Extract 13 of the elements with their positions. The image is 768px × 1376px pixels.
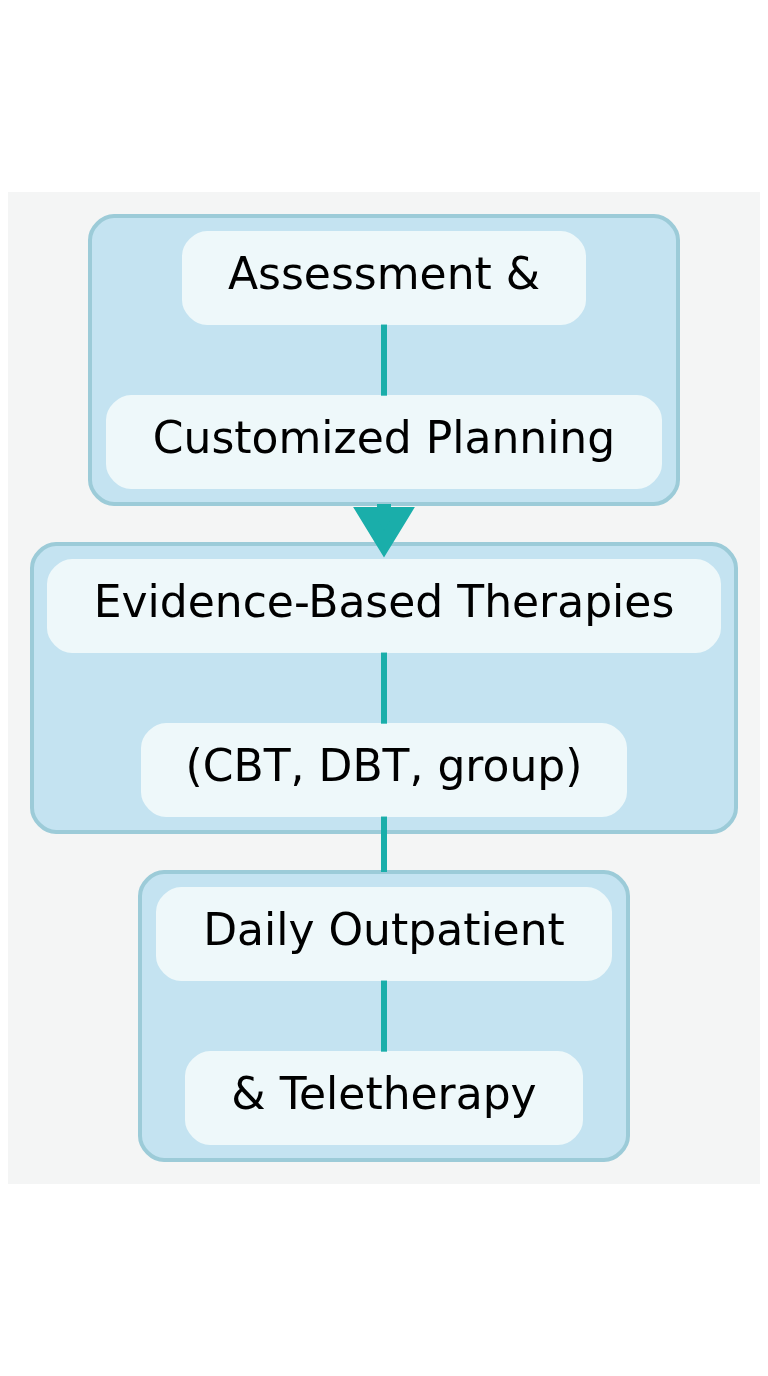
node-box: Customized Planning — [106, 395, 662, 489]
connector — [381, 652, 387, 724]
cluster — [30, 542, 738, 834]
connector — [381, 816, 387, 872]
node-box: & Teletherapy — [185, 1051, 583, 1145]
cluster — [88, 214, 680, 506]
connector — [381, 980, 387, 1052]
node-box: (CBT, DBT, group) — [141, 723, 627, 817]
node-box: Daily Outpatient — [156, 887, 612, 981]
node-box: Evidence-Based Therapies — [47, 559, 721, 653]
node-box: Assessment & — [182, 231, 586, 325]
connector — [381, 324, 387, 396]
cluster — [138, 870, 630, 1162]
